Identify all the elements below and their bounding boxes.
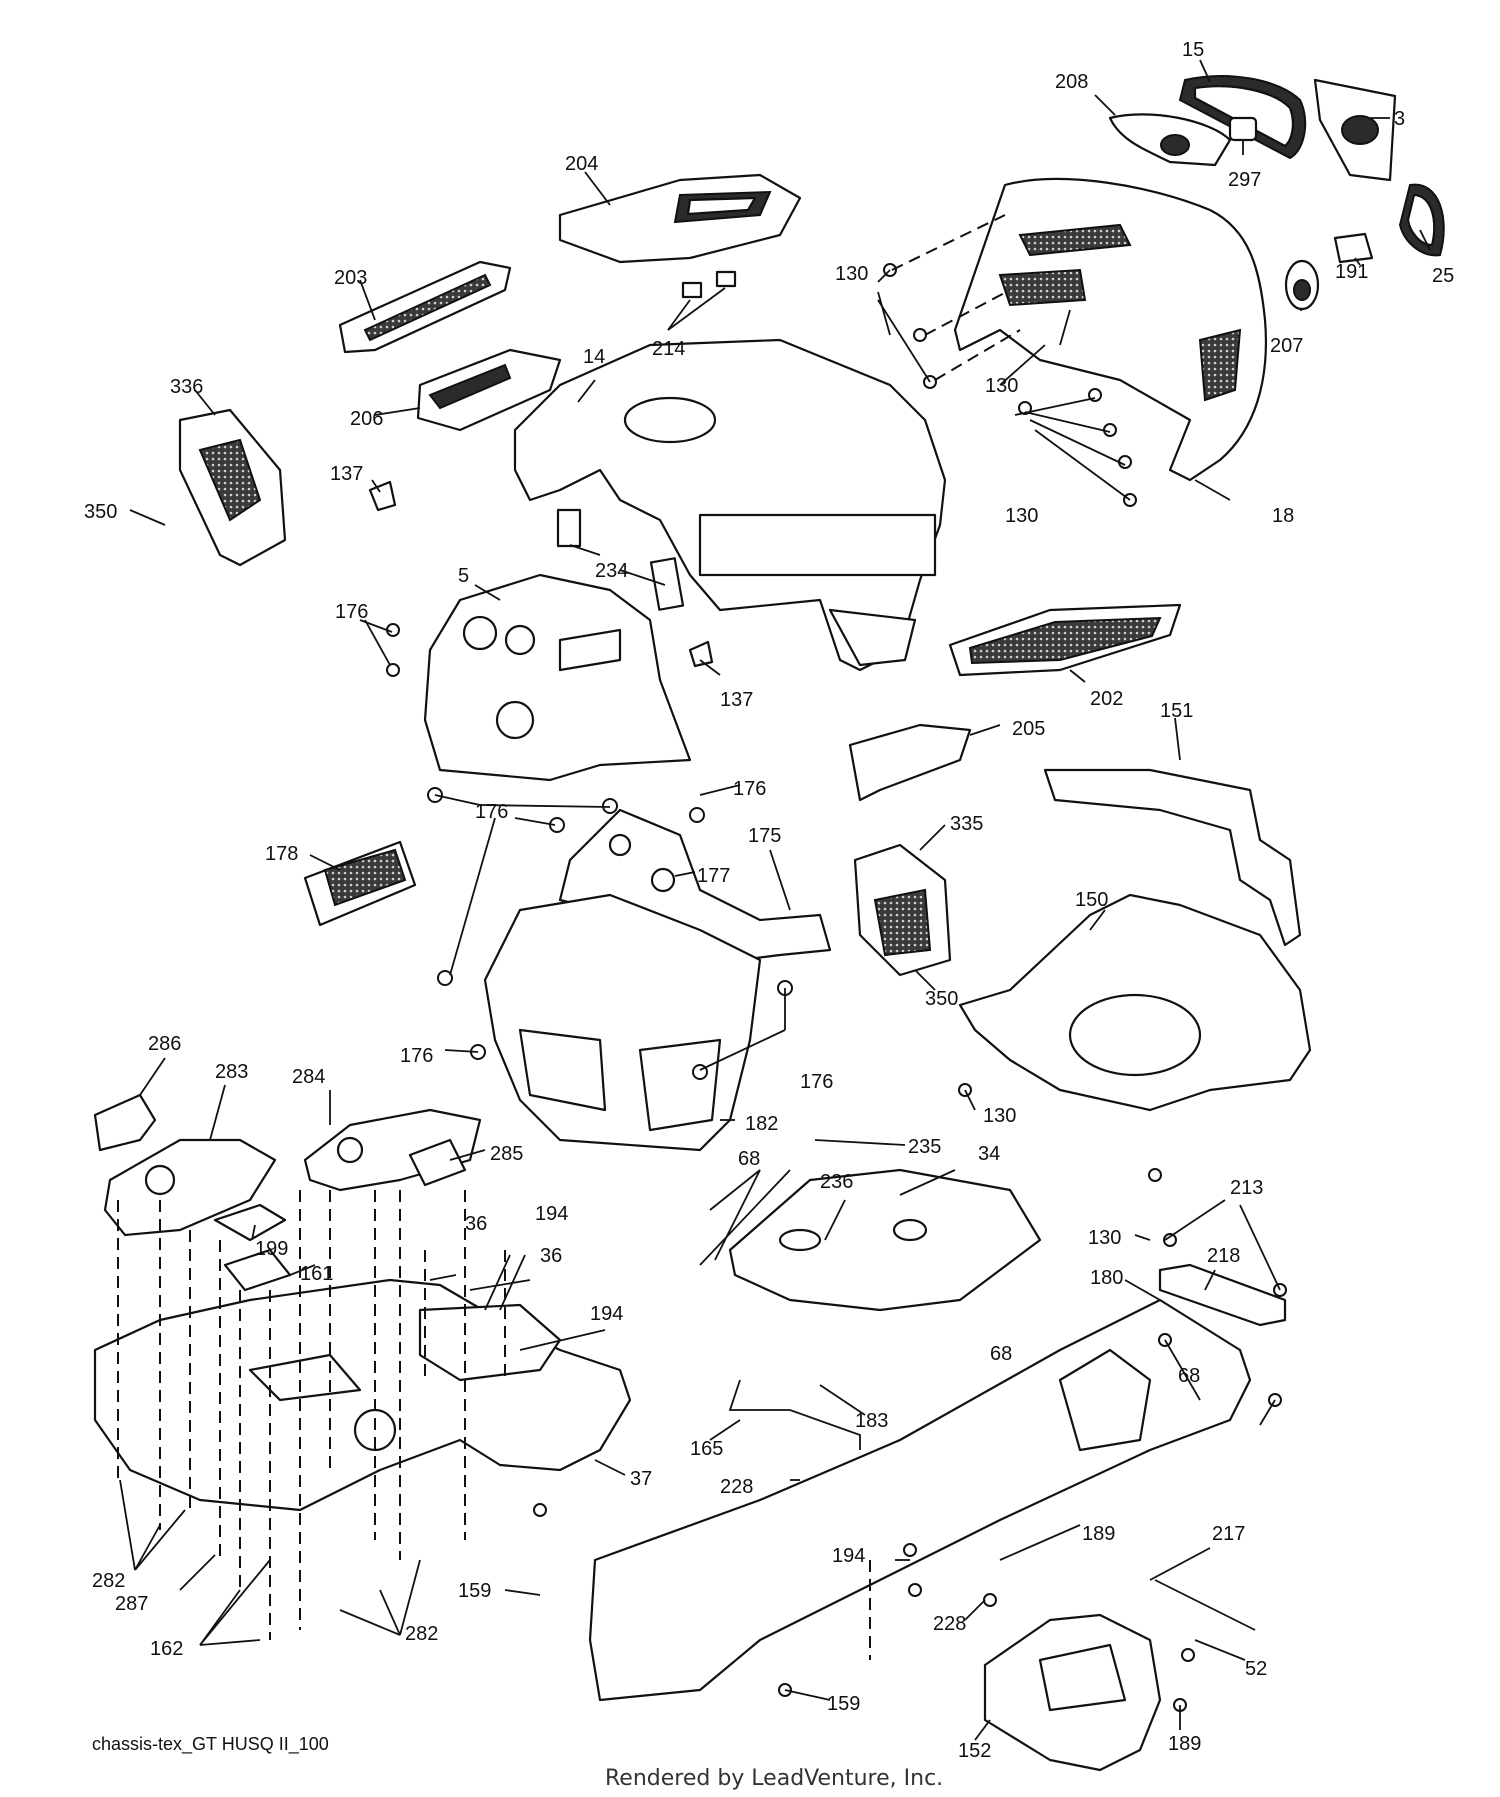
callout-218: 218	[1207, 1245, 1240, 1267]
callout-213: 213	[1230, 1177, 1263, 1199]
render-credit: Rendered by LeadVenture, Inc.	[605, 1766, 943, 1791]
callout-176: 176	[335, 601, 368, 623]
callout-182: 182	[745, 1113, 778, 1135]
callout-235: 235	[908, 1136, 941, 1158]
callout-189-b: 189	[1168, 1733, 1201, 1755]
callout-350: 350	[84, 501, 117, 523]
callout-25: 25	[1432, 265, 1454, 287]
callout-176-e: 176	[800, 1071, 833, 1093]
callout-236: 236	[820, 1171, 853, 1193]
callout-286: 286	[148, 1033, 181, 1055]
callout-284: 284	[292, 1066, 325, 1088]
callout-130: 130	[835, 263, 868, 285]
callout-285: 285	[490, 1143, 523, 1165]
callout-15: 15	[1182, 39, 1204, 61]
callout-152: 152	[958, 1740, 991, 1762]
callout-194: 194	[535, 1203, 568, 1225]
callout-194-c: 194	[832, 1545, 865, 1567]
callout-180: 180	[1090, 1267, 1123, 1289]
callout-165: 165	[690, 1438, 723, 1460]
callout-203: 203	[334, 267, 367, 289]
callout-36-b: 36	[540, 1245, 562, 1267]
callout-18: 18	[1272, 505, 1294, 527]
callout-199: 199	[255, 1238, 288, 1260]
callout-350-b: 350	[925, 988, 958, 1010]
callout-202: 202	[1090, 688, 1123, 710]
callout-205: 205	[1012, 718, 1045, 740]
callout-282: 282	[92, 1570, 125, 1592]
callout-287: 287	[115, 1593, 148, 1615]
callout-130-d: 130	[983, 1105, 1016, 1127]
callout-282-b: 282	[405, 1623, 438, 1645]
callout-52: 52	[1245, 1658, 1267, 1680]
callout-130-b: 130	[985, 375, 1018, 397]
callout-137-b: 137	[720, 689, 753, 711]
callout-234: 234	[595, 560, 628, 582]
part-shapes	[93, 75, 1445, 1772]
callout-labels: 15 208 3 297 204 25 191 130 203 214 207 …	[84, 39, 1454, 1762]
callout-207: 207	[1270, 335, 1303, 357]
callout-151: 151	[1160, 700, 1193, 722]
callout-130-e: 130	[1088, 1227, 1121, 1249]
callout-68-b: 68	[990, 1343, 1012, 1365]
callout-68: 68	[738, 1148, 760, 1170]
diagram-caption: chassis-tex_GT HUSQ II_100	[92, 1734, 329, 1755]
callout-3: 3	[1394, 108, 1405, 130]
callout-297: 297	[1228, 169, 1261, 191]
callout-162: 162	[150, 1638, 183, 1660]
callout-137: 137	[330, 463, 363, 485]
callout-176-c: 176	[475, 801, 508, 823]
callout-335: 335	[950, 813, 983, 835]
callout-175: 175	[748, 825, 781, 847]
callout-34: 34	[978, 1143, 1000, 1165]
callout-161: 161	[300, 1263, 333, 1285]
callout-176-b: 176	[733, 778, 766, 800]
callout-5: 5	[458, 565, 469, 587]
callout-206: 206	[350, 408, 383, 430]
callout-208: 208	[1055, 71, 1088, 93]
callout-214: 214	[652, 338, 685, 360]
callout-191: 191	[1335, 261, 1368, 283]
callout-177: 177	[697, 865, 730, 887]
callout-228-b: 228	[933, 1613, 966, 1635]
alignment-lines	[117, 214, 1021, 1660]
callout-159: 159	[458, 1580, 491, 1602]
callout-176-d: 176	[400, 1045, 433, 1067]
callout-189: 189	[1082, 1523, 1115, 1545]
callout-36: 36	[465, 1213, 487, 1235]
callout-68-c: 68	[1178, 1365, 1200, 1387]
callout-150: 150	[1075, 889, 1108, 911]
callout-283: 283	[215, 1061, 248, 1083]
callout-336: 336	[170, 376, 203, 398]
leader-lines	[119, 59, 1431, 1741]
callout-37: 37	[630, 1468, 652, 1490]
callout-217: 217	[1212, 1523, 1245, 1545]
callout-130-c: 130	[1005, 505, 1038, 527]
callout-159-b: 159	[827, 1693, 860, 1715]
callout-183: 183	[855, 1410, 888, 1432]
callout-178: 178	[265, 843, 298, 865]
callout-228: 228	[720, 1476, 753, 1498]
callout-194-b: 194	[590, 1303, 623, 1325]
callout-204: 204	[565, 153, 598, 175]
callout-14: 14	[583, 346, 605, 368]
